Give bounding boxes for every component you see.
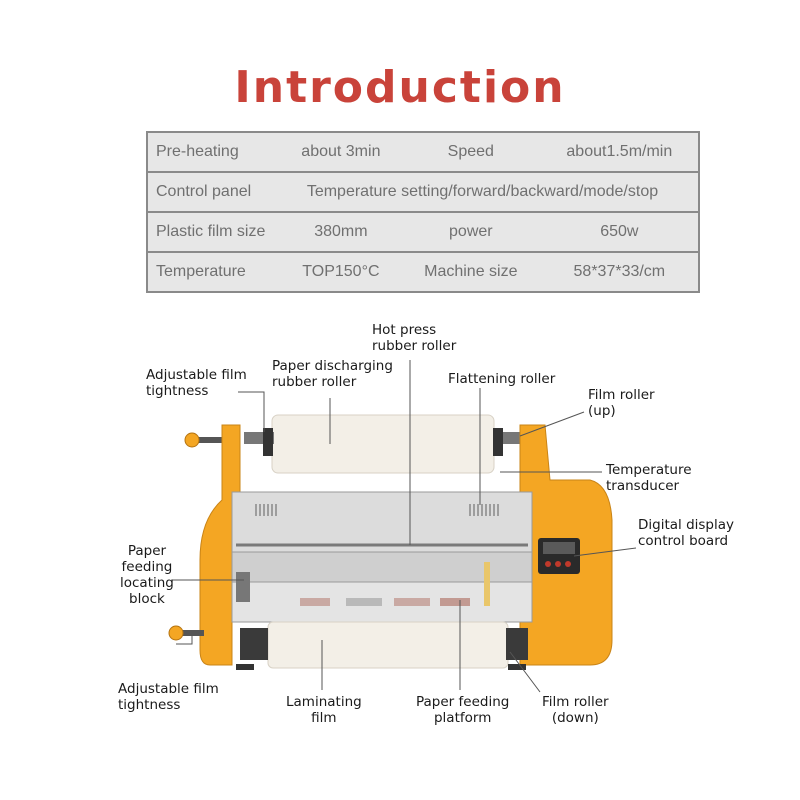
spec-value: 650w (540, 211, 701, 253)
label-digital-display-board: Digital display control board (638, 517, 735, 549)
spec-value: TOP150°C (280, 251, 401, 293)
vent-right (469, 504, 499, 516)
label-paper-feeding-block: Paper feeding locating block (120, 543, 174, 607)
platform-label (394, 598, 430, 606)
label-film-roller-down: Film roller (down) (542, 694, 609, 726)
vent-left (255, 504, 277, 516)
laminator-illustration (168, 360, 637, 693)
spec-label: Speed (400, 131, 541, 173)
spec-label: Machine size (400, 251, 541, 293)
spec-value: Temperature setting/forward/backward/mod… (280, 171, 701, 213)
platform-label (300, 598, 330, 606)
label-hot-press-roller: Hot press rubber roller (372, 322, 457, 354)
roller-end-cap (493, 428, 503, 456)
table-row: Control panel Temperature setting/forwar… (146, 171, 701, 213)
label-film-tightness-bottom: Adjustable film tightness (118, 681, 219, 713)
paper-locating-block (236, 572, 250, 602)
label-film-roller-up: Film roller (up) (588, 387, 655, 419)
roller-end-cap (240, 628, 268, 660)
control-button (545, 561, 551, 567)
spec-value: 58*37*33/cm (540, 251, 701, 293)
label-film-tightness-top: Adjustable film tightness (146, 367, 247, 399)
spec-label: Pre-heating (146, 131, 281, 173)
tightness-knob-top (184, 432, 200, 448)
film-roll-down (267, 621, 509, 669)
spec-label: Plastic film size (146, 211, 281, 253)
upper-cover (231, 491, 533, 553)
table-row: Plastic film size 380mm power 650w (146, 211, 701, 253)
label-laminating-film: Laminating film (286, 694, 362, 726)
label-temperature-transducer: Temperature transducer (606, 462, 692, 494)
tightness-knob-bottom (168, 625, 184, 641)
spec-value: 380mm (280, 211, 401, 253)
spec-value: about 3min (280, 131, 401, 173)
label-paper-feeding-platform: Paper feeding platform (416, 694, 510, 726)
page-title: Introduction (234, 62, 566, 113)
film-roll-up (271, 414, 495, 474)
control-button (565, 561, 571, 567)
spec-table: Pre-heating about 3min Speed about1.5m/m… (146, 131, 701, 293)
knob-shaft (196, 437, 224, 443)
label-paper-discharging-roller: Paper discharging rubber roller (272, 358, 393, 390)
knob-shaft (180, 630, 204, 636)
spec-label: power (400, 211, 541, 253)
roller-end-cap (263, 428, 273, 456)
leader-lines (172, 360, 637, 693)
left-side-frame (199, 424, 241, 666)
spec-label: Control panel (146, 171, 281, 213)
spec-label: Temperature (146, 251, 281, 293)
platform-label (346, 598, 382, 606)
control-button (555, 561, 561, 567)
platform-label (440, 598, 470, 606)
display-screen (543, 542, 575, 554)
foot (236, 664, 254, 670)
spec-value: about1.5m/min (540, 131, 701, 173)
roller-end-cap (506, 628, 528, 660)
foot (508, 664, 526, 670)
table-row: Temperature TOP150°C Machine size 58*37*… (146, 251, 701, 293)
label-flattening-roller: Flattening roller (448, 371, 556, 387)
paper-guide (484, 562, 490, 606)
table-row: Pre-heating about 3min Speed about1.5m/m… (146, 131, 701, 173)
